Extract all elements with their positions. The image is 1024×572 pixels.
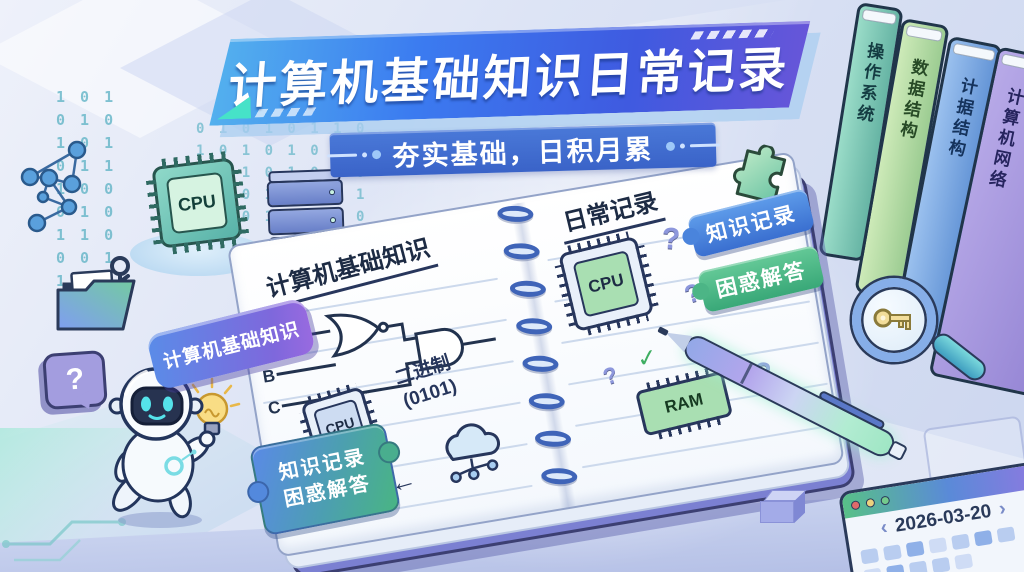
subtitle-ornament-right xyxy=(665,140,720,151)
calendar-day-cell xyxy=(928,537,948,554)
chip-pins xyxy=(635,244,659,308)
pen-end-button xyxy=(886,439,909,462)
network-graph-icon xyxy=(20,140,87,233)
chip-pins xyxy=(145,177,164,245)
calendar-day-cell xyxy=(996,526,1016,543)
check-mark: ✓ xyxy=(634,343,660,374)
cpu-label: CPU xyxy=(165,171,229,235)
folder-key-icon xyxy=(56,256,136,331)
calendar-day-cell xyxy=(863,567,883,572)
question-mark: ? xyxy=(64,362,86,397)
key-icon xyxy=(873,308,911,330)
notebook: 计算机基础知识 A B C xyxy=(226,151,857,572)
cpu-label: CPU xyxy=(572,250,640,318)
page-subtitle: 夯实基础，日积月累 xyxy=(392,133,654,172)
magnifier-key-icon xyxy=(848,278,991,398)
calendar-day-cell xyxy=(954,553,974,570)
pen-icon xyxy=(657,306,924,466)
calendar-day-cell xyxy=(908,560,928,572)
magnifier-lens xyxy=(852,278,936,362)
cube-front xyxy=(760,501,794,523)
logic-gates-diagram: A B C xyxy=(256,313,496,418)
server-unit xyxy=(266,178,344,208)
question-mark: ? xyxy=(599,360,622,391)
calendar-day-cell xyxy=(882,544,902,561)
calendar-day-cell xyxy=(886,564,906,572)
magnifier-handle xyxy=(927,329,991,385)
cpu-chip-sketch: CPU xyxy=(554,231,659,336)
page-title: 计算机基础知识日常记录 xyxy=(227,43,792,115)
cube-icon xyxy=(760,490,807,528)
window-dot-yellow xyxy=(865,497,876,508)
calendar-prev-icon: ‹ xyxy=(878,516,889,539)
question-mark: ? xyxy=(661,222,681,256)
calendar-day-cell xyxy=(931,556,951,572)
window-dot-red xyxy=(850,499,861,510)
puzzle-piece-icon xyxy=(733,144,787,205)
calendar-day-cell xyxy=(860,547,880,565)
svg-text:B: B xyxy=(261,366,276,387)
title-banner: 计算机基础知识日常记录 xyxy=(207,20,832,139)
cloud-network-icon xyxy=(445,423,501,484)
calendar-day-cell xyxy=(973,529,993,547)
pen-grip xyxy=(740,363,753,385)
calendar-next-icon: › xyxy=(997,497,1008,521)
pen-clip xyxy=(817,389,886,431)
calendar-day-cell xyxy=(951,533,971,551)
window-dot-green xyxy=(879,494,891,506)
chip-pins xyxy=(231,167,250,235)
calendar-day-cell xyxy=(905,540,925,558)
svg-text:C: C xyxy=(267,397,282,418)
pen-body xyxy=(657,324,909,462)
notebook-pages: 计算机基础知识 A B C xyxy=(226,151,846,558)
cpu-chip-icon: CPU xyxy=(145,150,250,255)
subtitle-ornament-left xyxy=(326,149,381,160)
